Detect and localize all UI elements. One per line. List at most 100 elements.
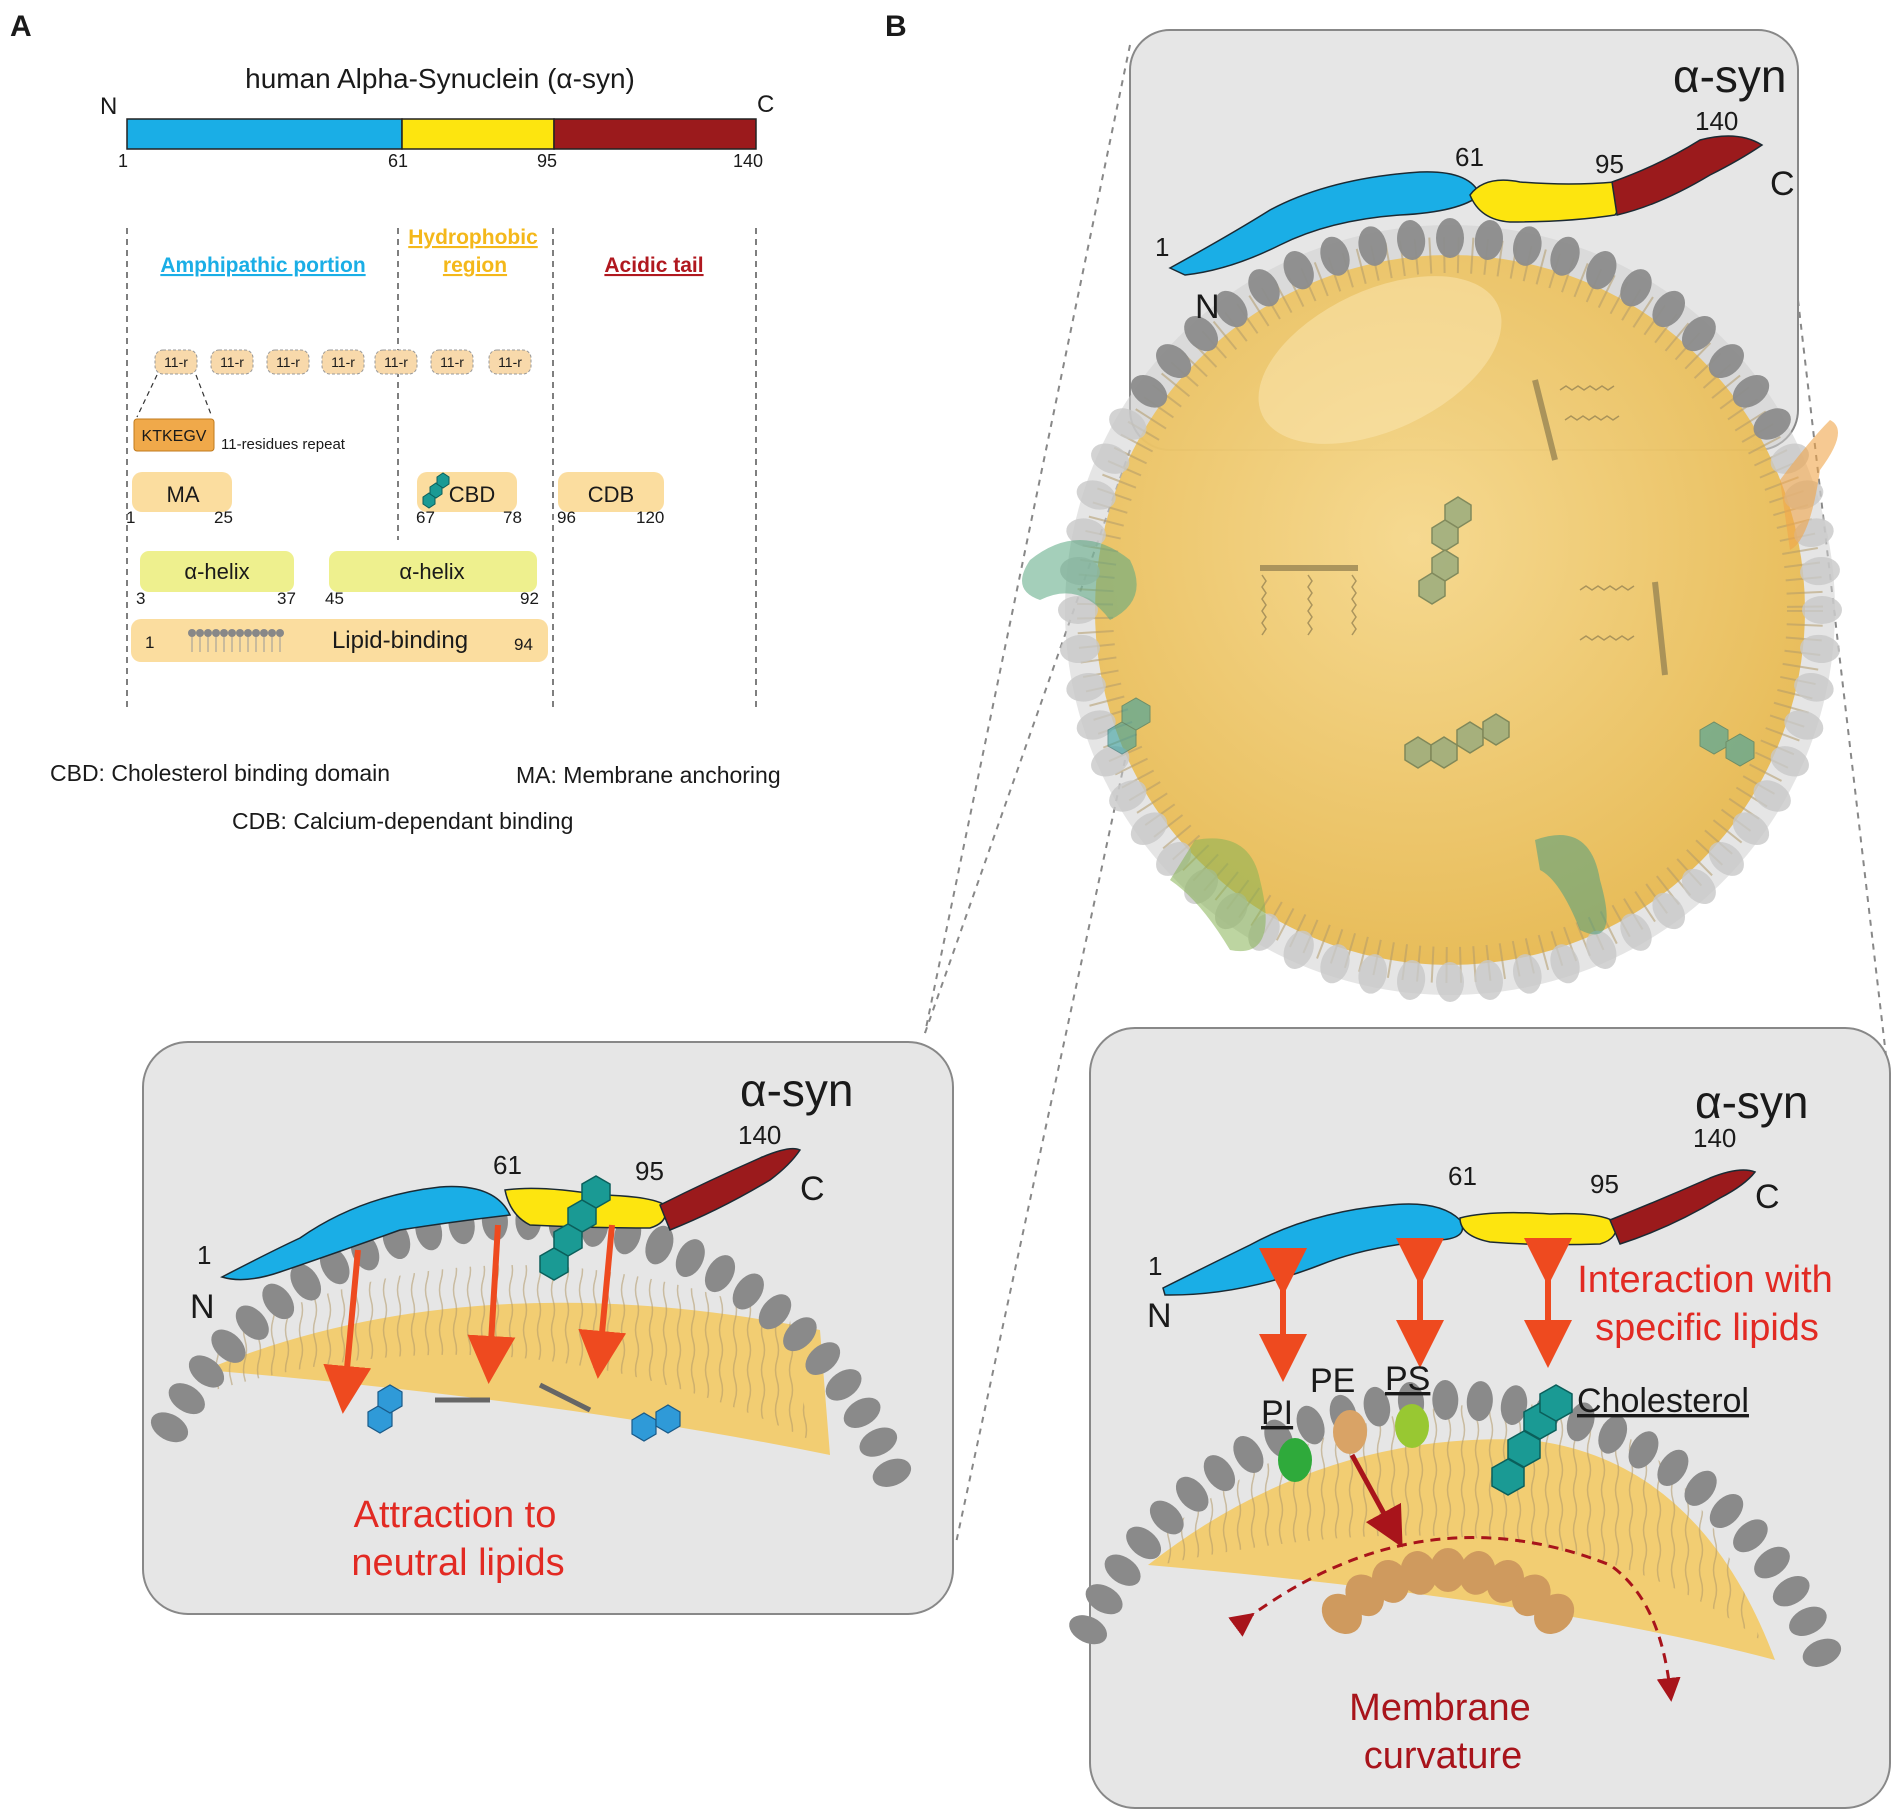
helix2-label: α-helix: [399, 559, 464, 584]
headgroup: [1085, 1584, 1123, 1615]
helix2-start: 45: [325, 589, 344, 608]
headgroup: [1652, 290, 1686, 328]
right-n140: 140: [1693, 1123, 1736, 1153]
headgroup: [1432, 1380, 1459, 1420]
top-acidic-segment: [1611, 135, 1764, 216]
headgroup: [1620, 269, 1652, 307]
headgroup: [1058, 596, 1098, 624]
headgroup: [1076, 480, 1116, 510]
headgroup-dot: [196, 629, 204, 637]
acidic-segment: [553, 118, 757, 150]
headgroup: [704, 1255, 736, 1293]
top-n: N: [1195, 288, 1220, 326]
headgroup-dot: [236, 629, 244, 637]
interaction-label-1: Interaction with: [1577, 1259, 1833, 1301]
region-dividers: [126, 228, 757, 712]
ma-start: 1: [126, 508, 135, 527]
repeat-row: 11-r 11-r 11-r 11-r 11-r 11-r 11-r: [154, 349, 532, 375]
legend-ma: MA: Membrane anchoring: [516, 762, 781, 788]
headgroup: [1248, 269, 1280, 307]
pe-curvature-arrow: [1349, 1453, 1403, 1548]
headgroup: [1512, 226, 1542, 266]
left-attraction-arrows: [323, 1224, 627, 1414]
lipid-droplet: [1022, 218, 1842, 1002]
headgroup: [1628, 1431, 1659, 1469]
headgroup: [1770, 746, 1809, 777]
headgroup: [1130, 374, 1168, 408]
headgroup: [1550, 944, 1580, 984]
peripheral-protein: [1535, 835, 1607, 935]
top-n140: 140: [1695, 106, 1738, 136]
headgroup: [1802, 596, 1842, 624]
ma-domain-box: [132, 472, 232, 512]
cdb-start: 96: [557, 508, 576, 527]
headgroup: [1436, 962, 1464, 1002]
ps-label: PS: [1385, 1360, 1430, 1398]
headgroup: [1800, 557, 1840, 586]
headgroup-dot: [204, 629, 212, 637]
right-n: N: [1147, 1297, 1172, 1335]
fatty-acid-tails: [1261, 385, 1635, 641]
headgroup: [1620, 913, 1652, 951]
peripheral-protein: [1170, 838, 1266, 952]
headgroup: [1772, 1575, 1810, 1607]
headgroup: [1397, 960, 1426, 1000]
headgroup: [1060, 634, 1100, 663]
headgroup: [732, 1273, 764, 1310]
lipid-bilayer-icon: [188, 629, 284, 652]
headgroup: [1320, 944, 1350, 984]
headgroup: [1149, 1500, 1184, 1535]
cbd-domain-label: CBD: [449, 482, 495, 507]
curvature-dashed-arrow: [1228, 1536, 1681, 1702]
droplet-core: [1095, 255, 1805, 965]
headgroup: [188, 1355, 225, 1388]
headgroup: [1358, 954, 1388, 994]
svg-text:11-r: 11-r: [164, 354, 188, 370]
headgroup: [645, 1225, 674, 1265]
headgroup: [805, 1342, 841, 1375]
left-caption-1: Attraction to: [354, 1494, 557, 1536]
headgroup: [1708, 344, 1744, 379]
top-n1: 1: [1155, 232, 1169, 262]
top-c: C: [1770, 165, 1795, 203]
zoom-guide-lines: [924, 44, 1891, 1544]
headgroup: [1109, 408, 1147, 440]
headgroup: [859, 1427, 898, 1457]
headgroup: [825, 1369, 862, 1401]
headgroup: [1500, 1385, 1528, 1425]
headgroup: [1069, 1615, 1108, 1645]
helix1-start: 3: [136, 589, 145, 608]
headgroup: [1126, 1526, 1162, 1560]
left-c: C: [800, 1170, 825, 1208]
headgroup: [1214, 290, 1248, 328]
repeat-box: 11-r: [488, 349, 532, 375]
headgroup: [235, 1305, 269, 1340]
headgroup: [1586, 251, 1617, 290]
amphipathic-segment: [126, 118, 403, 150]
top-alpha-syn: [1168, 135, 1764, 276]
right-n1: 1: [1148, 1251, 1162, 1281]
left-box-title: α-syn: [740, 1064, 854, 1116]
headgroup: [1733, 1519, 1768, 1553]
ma-end: 25: [214, 508, 233, 527]
headgroup-dot: [212, 629, 220, 637]
panel-a: A human Alpha-Synuclein (α-syn) N C 1 61…: [10, 10, 781, 834]
headgroup: [1789, 1606, 1827, 1636]
headgroup: [1598, 1415, 1628, 1454]
right-interaction-arrows: [1259, 1238, 1572, 1382]
curvature-lipid: [1459, 1551, 1496, 1595]
headgroup: [1512, 954, 1542, 994]
headgroup-dot: [220, 629, 228, 637]
lipid-binding-end: 94: [514, 635, 533, 654]
cholesterol-icon: [422, 472, 450, 509]
repeat-box: 11-r: [430, 349, 474, 375]
headgroup: [1684, 1470, 1717, 1506]
headgroup: [1066, 672, 1106, 702]
headgroup: [1802, 1638, 1842, 1667]
bar-tick-140: 140: [733, 151, 763, 171]
svg-text:11-r: 11-r: [384, 354, 408, 370]
headgroup: [1363, 1386, 1391, 1427]
headgroup: [1397, 220, 1426, 260]
curvature-lipid: [1430, 1548, 1466, 1592]
